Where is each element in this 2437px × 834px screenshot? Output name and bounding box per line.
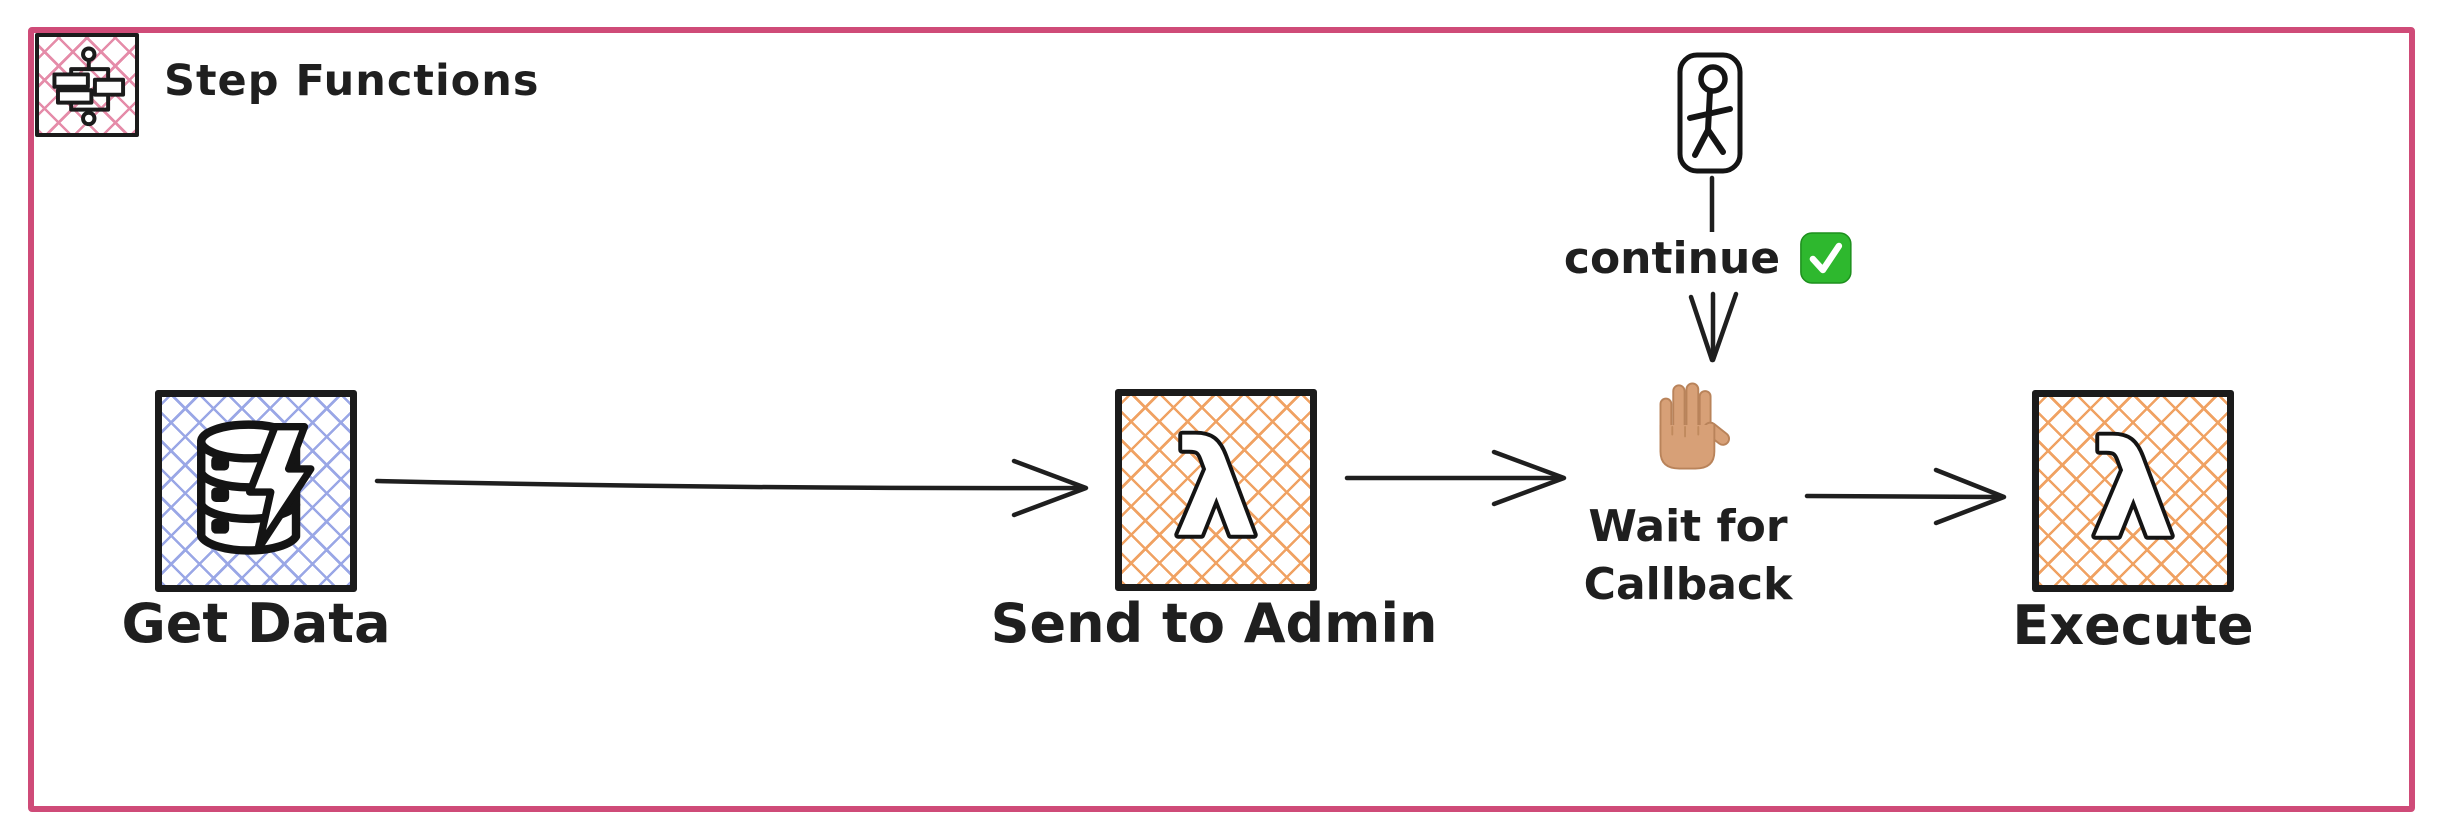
- lambda-icon-execute: λ: [2032, 390, 2234, 592]
- node-label-get-data: Get Data: [121, 592, 391, 655]
- lambda-glyph: λ: [2087, 411, 2178, 572]
- person-icon: [1677, 52, 1743, 174]
- lambda-icon-send-to-admin: λ: [1115, 389, 1317, 591]
- step-functions-icon: [35, 33, 139, 137]
- node-label-send-to-admin: Send to Admin: [990, 592, 1438, 655]
- workflow-glyph: [52, 46, 126, 127]
- lambda-glyph: λ: [1170, 410, 1261, 571]
- stick-figure-glyph: [1677, 52, 1743, 174]
- edge-label-continue: continue: [1557, 232, 1859, 284]
- node-label-wait-for-callback: Wait for Callback: [1584, 498, 1793, 614]
- raised-hand-emoji: [1638, 374, 1734, 478]
- database-lightning-glyph: [197, 420, 315, 555]
- group-title: Step Functions: [164, 56, 540, 106]
- wait-label-line1: Wait for: [1588, 501, 1788, 552]
- node-label-execute: Execute: [2012, 594, 2254, 657]
- wait-label-line2: Callback: [1583, 559, 1793, 611]
- dynamodb-icon: [155, 390, 357, 592]
- raised-hand-glyph: [1659, 382, 1731, 470]
- lambda-character: λ: [2091, 415, 2174, 568]
- continue-text: continue: [1563, 232, 1781, 284]
- lambda-character: λ: [1174, 414, 1257, 567]
- white-check-mark-emoji: [1800, 232, 1852, 284]
